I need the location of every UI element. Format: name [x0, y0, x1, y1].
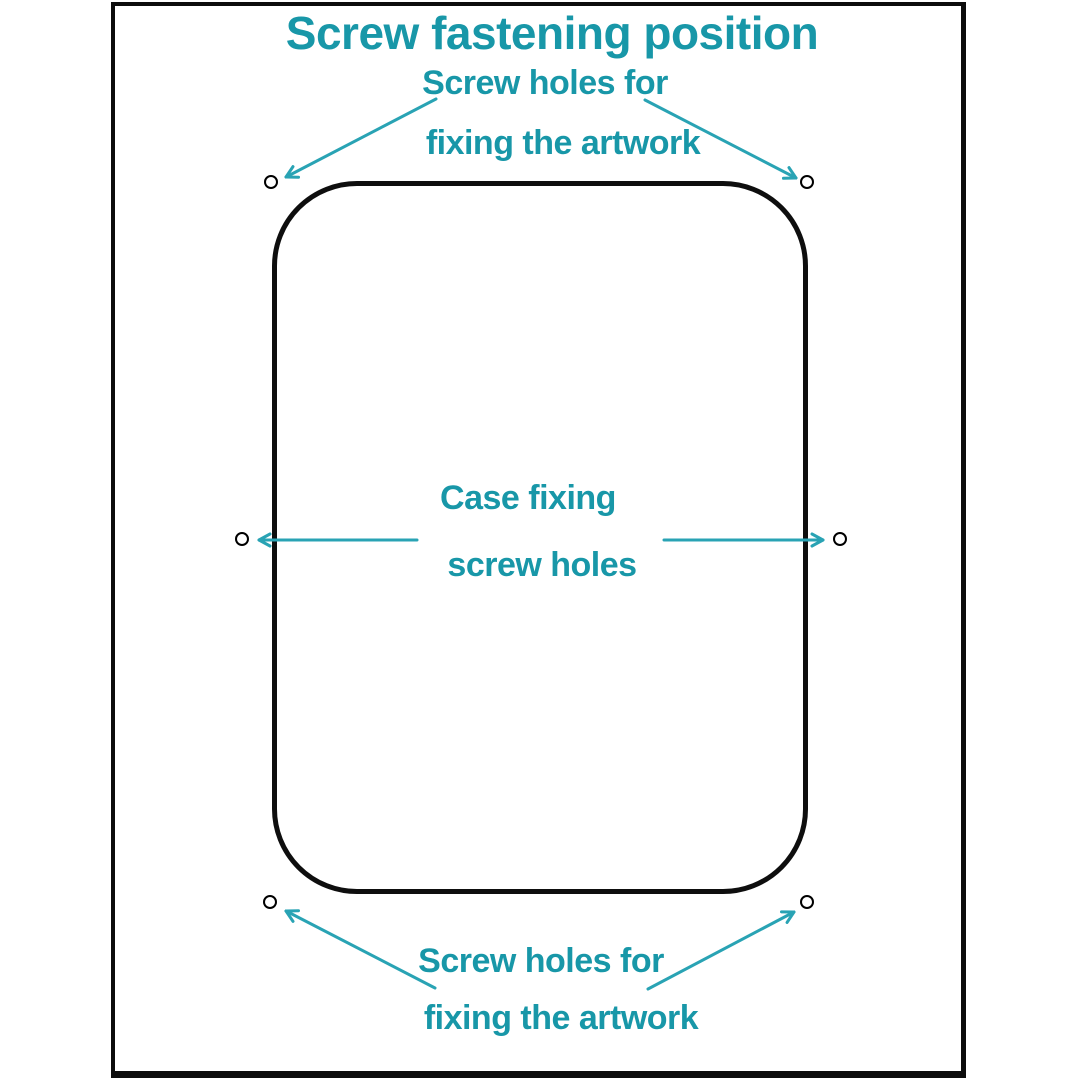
top-label-line1: Screw holes for: [422, 64, 668, 102]
artwork-panel-outline: [272, 181, 808, 894]
bottom-label-line2: fixing the artwork: [423, 999, 699, 1037]
screw-hole-middle-left-icon: [235, 532, 249, 546]
top-label-line2: fixing the artwork: [425, 124, 701, 162]
screw-hole-top-right-icon: [800, 175, 814, 189]
screw-hole-bottom-right-icon: [800, 895, 814, 909]
screw-hole-bottom-left-icon: [263, 895, 277, 909]
page-title: Screw fastening position: [285, 7, 819, 59]
screw-hole-middle-right-icon: [833, 532, 847, 546]
screw-hole-top-left-icon: [264, 175, 278, 189]
bottom-label-line1: Screw holes for: [418, 942, 664, 980]
middle-label-line1: Case fixing: [440, 479, 616, 517]
middle-label-line2: screw holes: [447, 546, 637, 584]
